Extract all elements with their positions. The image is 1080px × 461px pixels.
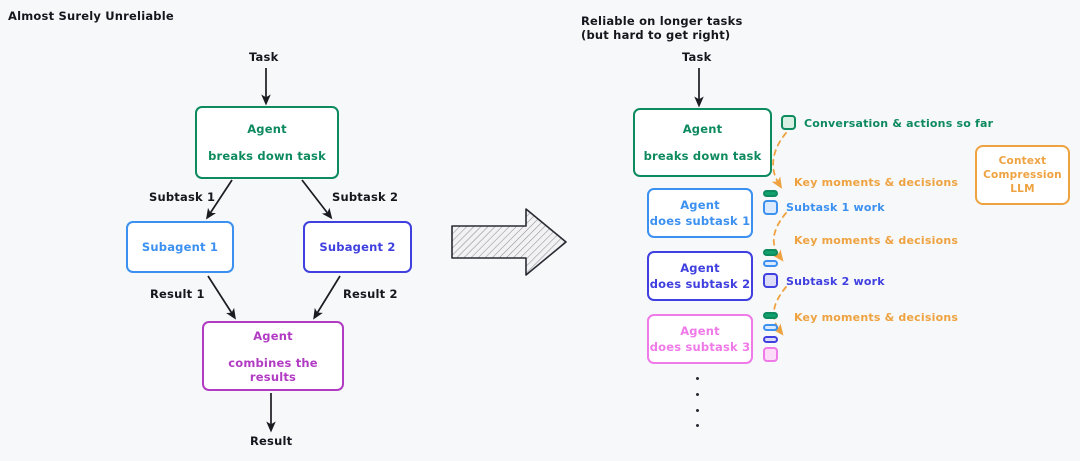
- left-combiner-node[interactable]: Agent combines the results: [202, 321, 344, 391]
- node-line-2: does subtask 2: [649, 277, 751, 291]
- context-chip-subtask-3-icon: [763, 347, 778, 362]
- block-arrow-right-icon: [452, 209, 566, 275]
- node-line-1: Agent: [680, 324, 720, 338]
- compression-label-1: Key moments & decisions: [794, 176, 959, 189]
- compressed-chip-green-icon: [763, 190, 778, 197]
- node-line-1: Context: [998, 155, 1047, 167]
- node-line-2: Compression: [983, 169, 1062, 181]
- node-line-1: Agent: [680, 261, 720, 275]
- left-panel-title: Almost Surely Unreliable: [8, 9, 174, 23]
- node-line-1: Subagent 1: [141, 240, 219, 254]
- right-input-label: Task: [682, 50, 712, 64]
- node-line-2: does subtask 1: [649, 214, 751, 228]
- context-chip-conversation-icon: [781, 115, 796, 130]
- compressed-chip-green-icon: [763, 312, 778, 319]
- compressed-chip-green-icon: [763, 249, 778, 256]
- compression-label-2: Key moments & decisions: [794, 234, 959, 247]
- left-edge-label-result-1: Result 1: [150, 287, 205, 301]
- left-edge-label-subtask-1: Subtask 1: [149, 190, 216, 204]
- left-edge-label-subtask-2: Subtask 2: [332, 190, 399, 204]
- node-line-1: Agent: [680, 198, 720, 212]
- right-orchestrator-node[interactable]: Agent breaks down task: [633, 108, 772, 177]
- right-agent-subtask-1-node[interactable]: Agent does subtask 1: [647, 188, 753, 238]
- compression-label-3: Key moments & decisions: [794, 311, 959, 324]
- left-edge-label-result-2: Result 2: [343, 287, 398, 301]
- context-chip-subtask-1-icon: [763, 200, 778, 215]
- left-subagent-2-node[interactable]: Subagent 2: [303, 221, 412, 273]
- node-line-2: combines the results: [228, 355, 318, 384]
- node-line-1: Agent: [247, 122, 287, 136]
- left-orchestrator-node[interactable]: Agent breaks down task: [195, 106, 339, 179]
- context-chip-subtask-2-icon: [763, 273, 778, 288]
- right-agent-subtask-2-node[interactable]: Agent does subtask 2: [647, 251, 753, 301]
- legend-conversation-label: Conversation & actions so far: [804, 117, 994, 130]
- node-line-1: Agent: [682, 122, 723, 136]
- node-line-1: Subagent 2: [319, 240, 396, 254]
- legend-subtask-1-work-label: Subtask 1 work: [786, 201, 885, 214]
- left-output-label: Result: [250, 434, 293, 448]
- left-input-label: Task: [249, 50, 279, 64]
- compressed-chip-indigo-icon: [763, 336, 778, 343]
- left-subagent-1-node[interactable]: Subagent 1: [126, 221, 234, 273]
- node-line-2: does subtask 3: [649, 340, 751, 354]
- right-panel-title: Reliable on longer tasks (but hard to ge…: [581, 14, 743, 42]
- node-line-1: Agent: [253, 328, 293, 343]
- compressed-chip-blue-icon: [763, 260, 778, 267]
- legend-subtask-2-work-label: Subtask 2 work: [786, 275, 885, 288]
- node-line-3: LLM: [1010, 183, 1035, 195]
- right-agent-subtask-3-node[interactable]: Agent does subtask 3: [647, 314, 753, 364]
- compressed-chip-blue-icon: [763, 324, 778, 331]
- node-line-2: breaks down task: [208, 149, 326, 163]
- node-line-2: breaks down task: [643, 149, 762, 163]
- context-compression-llm-node[interactable]: Context Compression LLM: [975, 145, 1070, 205]
